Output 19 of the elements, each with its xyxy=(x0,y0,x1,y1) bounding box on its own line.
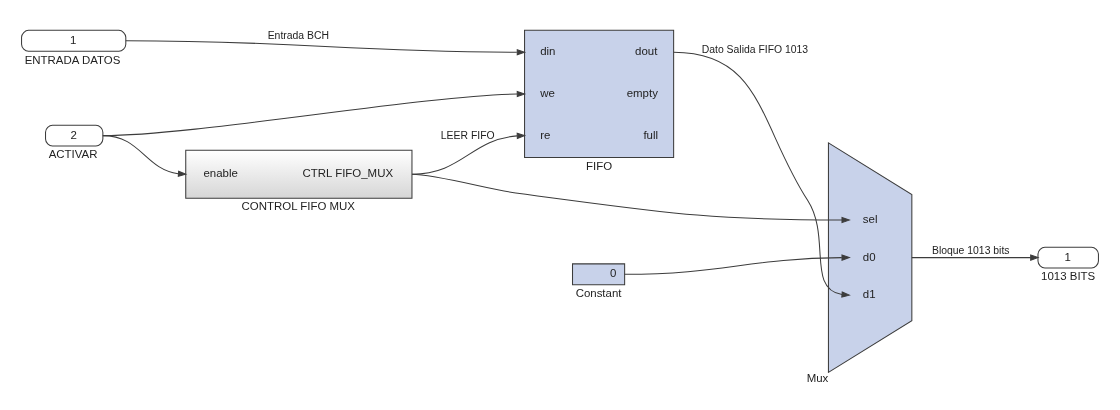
node-label: Constant xyxy=(575,286,622,299)
edge-label: Dato Salida FIFO 1013 xyxy=(701,43,809,55)
arrow xyxy=(411,173,851,223)
edge-label: Entrada BCH xyxy=(267,29,329,41)
edge-label: Bloque 1013 bits xyxy=(931,244,1010,256)
arrow xyxy=(624,253,851,275)
node-label: 1013 BITS xyxy=(1041,269,1096,282)
node-label: Mux xyxy=(806,370,829,383)
arrow xyxy=(673,51,851,298)
arrow xyxy=(411,132,527,175)
arrow xyxy=(125,39,527,55)
node-label: ACTIVAR xyxy=(48,147,98,160)
node-box: sel d0 d1 xyxy=(827,141,913,373)
node-label: FIFO xyxy=(586,159,613,172)
edge-label: LEER FIFO xyxy=(440,129,495,141)
node-label: CONTROL FIFO MUX xyxy=(241,199,355,212)
arrow xyxy=(911,253,1040,261)
node-label: ENTRADA DATOS xyxy=(24,52,121,65)
arrow xyxy=(102,90,527,136)
